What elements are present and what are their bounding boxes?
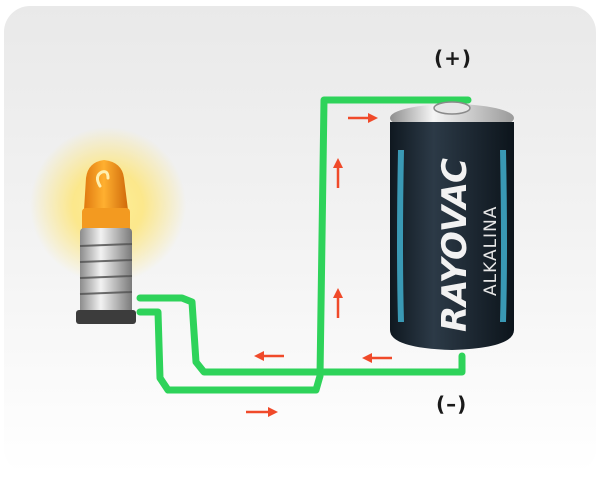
battery-body	[390, 122, 514, 350]
light-bulb	[76, 160, 136, 324]
arrow-up-lower	[333, 288, 343, 318]
positive-wire	[136, 96, 472, 394]
negative-terminal-label: (–)	[436, 392, 468, 416]
arrow-right-bottom	[246, 407, 278, 417]
bulb-collar	[82, 208, 130, 232]
positive-nub	[433, 101, 471, 115]
positive-terminal-label: (+)	[434, 46, 473, 70]
arrow-up-upper	[333, 158, 343, 188]
battery-stripe-right	[500, 150, 507, 322]
bulb-filament	[95, 170, 110, 188]
battery-type: ALKALINA	[481, 206, 501, 296]
arrow-left-right	[362, 353, 392, 363]
bulb-contact	[76, 310, 136, 324]
arrow-right-top	[348, 113, 378, 123]
negative-wire	[136, 294, 466, 376]
bulb-base	[80, 228, 132, 316]
wires	[136, 96, 472, 394]
current-arrows	[246, 113, 392, 417]
battery: RAYOVAC ALKALINA	[390, 101, 514, 350]
battery-brand: RAYOVAC	[435, 158, 475, 332]
base-threads	[79, 243, 133, 295]
bulb-glass	[84, 160, 128, 210]
arrow-left-mid	[254, 351, 284, 361]
battery-stripe-left	[397, 150, 404, 322]
